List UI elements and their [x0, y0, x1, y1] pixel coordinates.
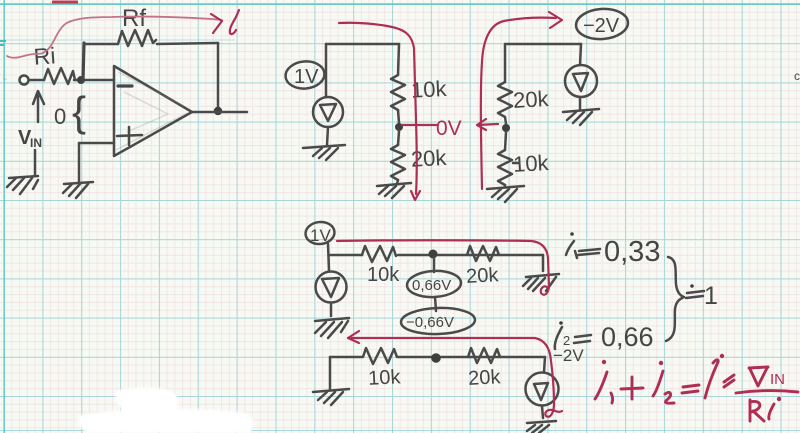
- svg-text:20k: 20k: [466, 264, 500, 288]
- svg-text:2: 2: [563, 333, 570, 348]
- svg-text:20k: 20k: [468, 366, 502, 390]
- svg-text:0,66V: 0,66V: [412, 277, 451, 294]
- svg-text:−2V: −2V: [583, 15, 620, 37]
- svg-text:0V: 0V: [436, 117, 462, 140]
- svg-text:−0,66V: −0,66V: [406, 314, 454, 331]
- svg-text:Ri: Ri: [33, 42, 56, 69]
- svg-text:IN: IN: [770, 371, 785, 388]
- svg-text:{: {: [72, 88, 86, 135]
- svg-text:IN: IN: [30, 136, 42, 150]
- svg-text:20k: 20k: [512, 86, 550, 113]
- svg-text:Rf: Rf: [122, 5, 146, 32]
- svg-text:1V: 1V: [294, 66, 319, 88]
- svg-text:10k: 10k: [367, 264, 400, 286]
- svg-text:V: V: [18, 127, 32, 149]
- svg-text:c: c: [794, 69, 800, 83]
- svg-text:0: 0: [54, 104, 66, 129]
- svg-text:0,33: 0,33: [604, 236, 660, 268]
- svg-text:−2V: −2V: [553, 346, 584, 365]
- svg-text:1V: 1V: [310, 226, 331, 245]
- svg-text:10k: 10k: [368, 366, 402, 390]
- svg-text:0,66: 0,66: [601, 322, 654, 352]
- svg-text:10k: 10k: [410, 76, 448, 103]
- svg-text:1: 1: [704, 282, 718, 310]
